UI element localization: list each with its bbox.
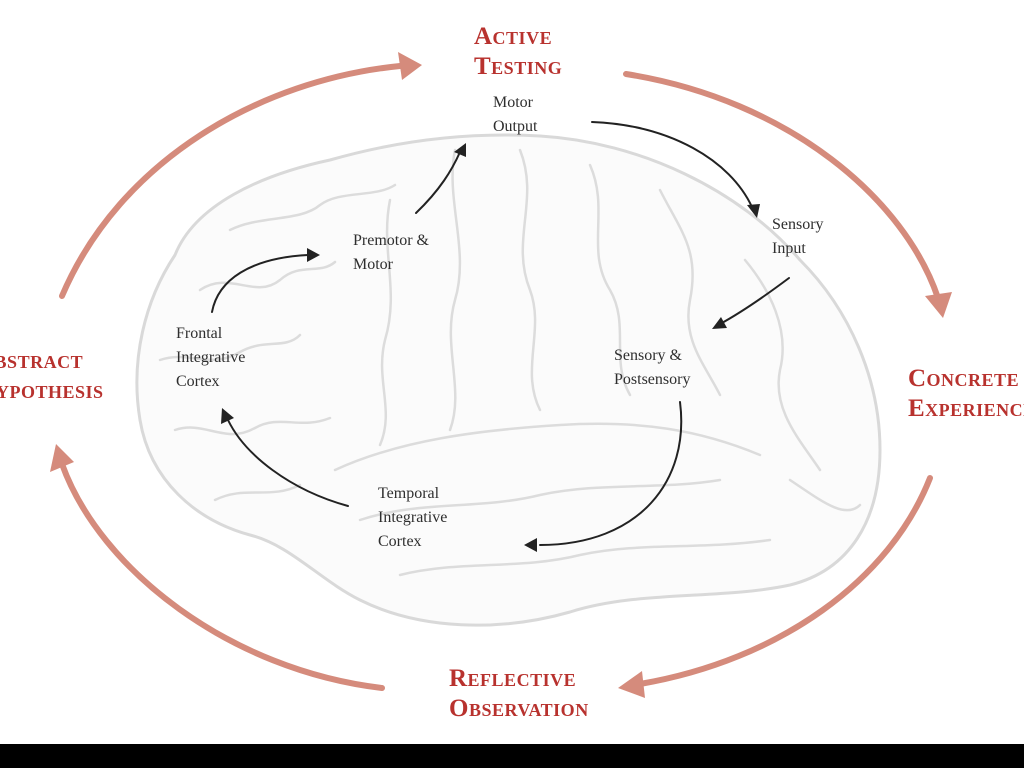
region-label-line: Output [493, 118, 538, 135]
flow-arrowhead [307, 248, 320, 262]
region-sensory-postsensory: Sensory & Postsensory [614, 344, 690, 392]
region-label-line: Integrative [378, 509, 448, 526]
stage-reflective-observation: Reflective Observation [449, 664, 589, 724]
learning-cycle-arrows [50, 52, 952, 698]
diagram-canvas [50, 52, 952, 698]
brain-illustration [135, 133, 882, 627]
stage-active-testing: Active Testing [474, 22, 562, 82]
cycle-arrowhead [925, 292, 952, 318]
brain-fold [378, 198, 393, 447]
stage-label-line: Reflective [449, 665, 577, 692]
sylvian-fissure [333, 422, 762, 472]
region-premotor-motor: Premotor & Motor [353, 229, 429, 277]
region-label-line: Motor [353, 256, 393, 273]
region-label-line: Input [772, 240, 806, 257]
stage-label-line: Active [474, 23, 553, 50]
flow-arrow-temporal-to-frontal [227, 419, 349, 507]
stage-label-line: Experience [908, 395, 1024, 422]
brain-outline [135, 133, 882, 627]
flow-arrow-sensory-input-to-postsensory [719, 277, 790, 325]
brain-fold [228, 183, 397, 232]
flow-arrow-motor-output-to-sensory-input [591, 121, 753, 208]
stage-label-line: Abstract [0, 347, 84, 374]
flow-arrowhead [454, 143, 466, 157]
region-label-line: Integrative [176, 349, 246, 366]
brain-fold [198, 260, 337, 292]
brain-fold [743, 258, 822, 472]
cycle-arrow-testing-to-experience [623, 71, 941, 301]
stage-label-line: Testing [474, 53, 563, 80]
region-sensory-input: Sensory Input [772, 213, 824, 261]
cycle-arrowhead [398, 52, 422, 80]
brain-fold [518, 148, 542, 412]
flow-arrow-postsensory-to-temporal [539, 401, 683, 546]
flow-arrow-frontal-to-premotor [211, 254, 309, 313]
flow-arrowhead [524, 538, 537, 552]
brain-fold [588, 163, 632, 397]
region-motor-output: Motor Output [493, 91, 537, 139]
central-sulcus [448, 148, 462, 432]
stage-label-line: Observation [449, 695, 589, 722]
cycle-arrow-hypothesis-to-testing [59, 63, 403, 299]
cycle-arrowhead [50, 444, 74, 472]
diagram-panel: Active Testing Concrete Experience Refle… [0, 0, 1024, 744]
neural-flow-arrows [211, 121, 790, 552]
brain-fold [398, 538, 772, 577]
brain-fold [158, 333, 302, 362]
region-label-line: Premotor & [353, 232, 429, 249]
flow-arrowhead [712, 317, 727, 329]
stage-label-line: Hypothesis [0, 377, 104, 404]
region-label-line: Sensory & [614, 347, 682, 364]
brain-fold [213, 483, 302, 502]
flow-arrow-premotor-to-motor-output [415, 151, 461, 214]
region-label-line: Temporal [378, 485, 440, 502]
region-label-line: Postsensory [614, 371, 691, 388]
region-label-line: Cortex [378, 533, 422, 550]
stage-concrete-experience: Concrete Experience [908, 364, 1024, 424]
brain-fold [788, 478, 862, 512]
region-label-line: Sensory [772, 216, 824, 233]
brain-fold [173, 416, 332, 436]
region-label-line: Cortex [176, 373, 220, 390]
region-label-line: Frontal [176, 325, 223, 342]
cycle-arrowhead [618, 671, 645, 698]
flow-arrowhead [747, 204, 760, 218]
cycle-arrow-observation-to-hypothesis [59, 461, 385, 691]
stage-label-line: Concrete [908, 365, 1020, 392]
flow-arrowhead [221, 408, 234, 424]
region-frontal-integrative-cortex: Frontal Integrative Cortex [176, 322, 245, 394]
region-temporal-integrative-cortex: Temporal Integrative Cortex [378, 482, 447, 554]
region-label-line: Motor [493, 94, 533, 111]
cycle-arrow-experience-to-observation [637, 475, 933, 687]
brain-fold [658, 188, 722, 397]
stage-abstract-hypothesis: Abstract Hypothesis [0, 346, 103, 406]
